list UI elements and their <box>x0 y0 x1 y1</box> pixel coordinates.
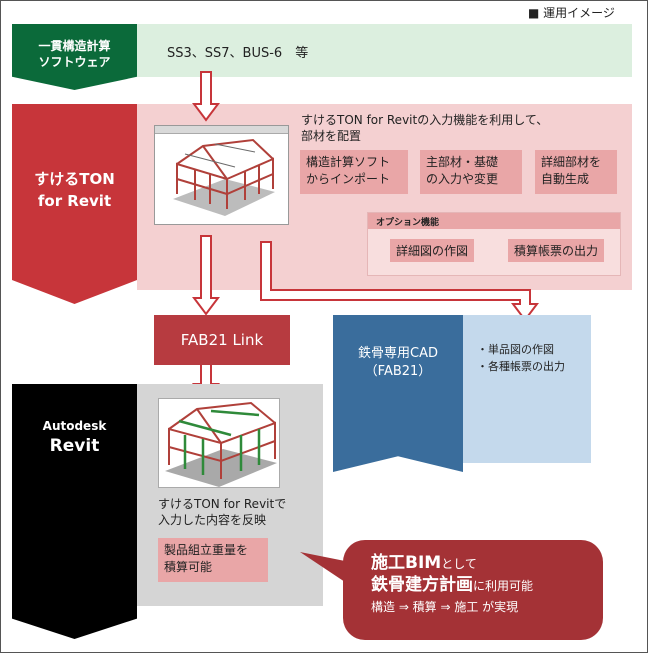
cad-feature-2: ・各種帳票の出力 <box>477 360 565 374</box>
steel-cad-features: ・単品図の作図 ・各種帳票の出力 <box>463 315 591 463</box>
option-estimate: 積算帳票の出力 <box>508 239 605 262</box>
steel-cad-title-line2: （FAB21） <box>364 364 432 380</box>
arrow-to-fab21 <box>192 235 220 316</box>
feature-autogen-line1: 詳細部材を <box>541 155 602 169</box>
structural-software-band: SS3、SS7、BUS-6 等 <box>137 24 632 77</box>
revit-desc-line2: 入力した内容を反映 <box>158 513 267 528</box>
cad-feature-1: ・単品図の作図 <box>477 343 554 356</box>
feature-autogen: 詳細部材を 自動生成 <box>535 150 617 194</box>
revit-frame-model-icon <box>165 401 277 487</box>
sukelton-desc-line1: すけるTON for Revitの入力機能を利用して、 <box>301 113 549 127</box>
sukelton-description: すけるTON for Revitの入力機能を利用して、 部材を配置 <box>301 112 548 144</box>
software-screenshot <box>154 125 289 225</box>
weight-estimate-line2: 積算可能 <box>164 559 213 574</box>
feature-input-line1: 主部材・基礎 <box>426 155 499 169</box>
structural-software-list: SS3、SS7、BUS-6 等 <box>167 46 309 61</box>
revit-model-image <box>158 398 280 488</box>
callout-line1: 施工BIMとして <box>371 553 477 573</box>
revit-description: すけるTON for Revitで 入力した内容を反映 <box>158 496 286 528</box>
option-drawing: 詳細図の作図 <box>390 239 475 262</box>
revit-badge: Autodesk Revit <box>12 384 137 639</box>
weight-estimate-line1: 製品組立重量を <box>164 543 249 557</box>
bim-callout: 施工BIMとして 鉄骨建方計画に利用可能 構造 ⇒ 積算 ⇒ 施工 が実現 <box>343 540 603 640</box>
feature-input: 主部材・基礎 の入力や変更 <box>420 150 522 194</box>
sukelton-title-line1: すけるTON <box>34 170 115 189</box>
structural-software-badge: 一貫構造計算ソフトウェア <box>12 24 137 90</box>
revit-title-line1: Autodesk <box>42 419 107 433</box>
steel-cad-title-line1: 鉄骨専用CAD <box>358 346 438 361</box>
callout-line3: 構造 ⇒ 積算 ⇒ 施工 が実現 <box>371 600 519 615</box>
weight-estimate-box: 製品組立重量を 積算可能 <box>158 538 268 582</box>
steel-cad-badge: 鉄骨専用CAD （FAB21） <box>333 315 463 472</box>
feature-autogen-line2: 自動生成 <box>541 171 590 186</box>
fab21-link-box: FAB21 Link <box>154 315 290 365</box>
feature-import: 構造計算ソフト からインポート <box>300 150 408 194</box>
feature-import-line1: 構造計算ソフト <box>306 155 391 169</box>
callout-line2: 鉄骨建方計画に利用可能 <box>371 575 534 596</box>
structural-software-title-line1: 一貫構造計算 <box>38 38 111 53</box>
feature-import-line2: からインポート <box>306 171 391 186</box>
options-panel: オプション機能 詳細図の作図 積算帳票の出力 <box>367 212 621 276</box>
sukelton-title-line2: for Revit <box>37 192 112 210</box>
revit-title-line2: Revit <box>49 435 100 456</box>
sukelton-desc-line2: 部材を配置 <box>301 129 362 144</box>
revit-desc-line1: すけるTON for Revitで <box>158 497 287 511</box>
options-title: オプション機能 <box>368 213 620 229</box>
feature-input-line2: の入力や変更 <box>426 171 499 186</box>
arrow-to-sukelton <box>192 71 220 122</box>
sukelton-badge: すけるTON for Revit <box>12 104 137 304</box>
structural-software-title-line2: ソフトウェア <box>38 55 111 69</box>
arrow-to-cad <box>260 241 539 322</box>
steel-frame-model-icon <box>173 138 275 216</box>
caption: ■ 運用イメージ <box>528 6 615 20</box>
